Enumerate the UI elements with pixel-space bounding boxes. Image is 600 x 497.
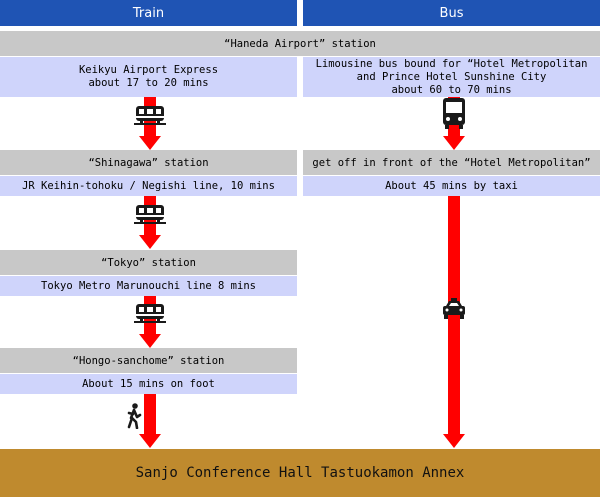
destination-box: Sanjo Conference Hall Tastuokamon Annex bbox=[0, 449, 600, 497]
train-icon bbox=[134, 106, 166, 125]
bus-header-label: Bus bbox=[439, 5, 464, 21]
haneda-station-label: “Haneda Airport” station bbox=[224, 37, 376, 50]
destination-label: Sanjo Conference Hall Tastuokamon Annex bbox=[135, 465, 465, 481]
train-arrow-4-shaft bbox=[144, 394, 156, 434]
train-arrow-3-head bbox=[139, 334, 161, 348]
limousine-route-line2: and Prince Hotel Sunshine City bbox=[356, 70, 547, 83]
hongo-sanchome-station-label: “Hongo-sanchome” station bbox=[72, 354, 225, 367]
keikyu-route-line1: Keikyu Airport Express bbox=[78, 64, 219, 76]
walk-route-box: About 15 mins on foot bbox=[0, 374, 297, 394]
walk-route-label: About 15 mins on foot bbox=[82, 377, 215, 390]
train-icon bbox=[134, 304, 166, 323]
hotel-metropolitan-stop-box: get off in front of the “Hotel Metropoli… bbox=[303, 150, 600, 175]
tokyo-station-box: “Tokyo” station bbox=[0, 250, 297, 275]
shinagawa-station-box: “Shinagawa” station bbox=[0, 150, 297, 175]
tokyo-station-label: “Tokyo” station bbox=[101, 256, 196, 269]
keikyu-route-line2: about 17 to 20 mins bbox=[88, 77, 209, 89]
taxi-route-box: About 45 mins by taxi bbox=[303, 176, 600, 196]
train-arrow-4-head bbox=[139, 434, 161, 448]
marunouchi-route-label: Tokyo Metro Marunouchi line 8 mins bbox=[41, 279, 256, 292]
limousine-route-line1: Limousine bus bound for “Hotel Metropoli… bbox=[315, 57, 588, 70]
train-icon bbox=[134, 205, 166, 224]
train-column-header: Train bbox=[0, 0, 297, 26]
taxi-route-label: About 45 mins by taxi bbox=[385, 179, 518, 192]
train-arrow-2-head bbox=[139, 235, 161, 249]
jr-route-box: JR Keihin-tohoku / Negishi line, 10 mins bbox=[0, 176, 297, 196]
taxi-icon bbox=[443, 298, 465, 319]
bus-column-header: Bus bbox=[303, 0, 600, 26]
taxi-arrow-head bbox=[443, 434, 465, 448]
marunouchi-route-box: Tokyo Metro Marunouchi line 8 mins bbox=[0, 276, 297, 296]
limousine-route-line3: about 60 to 70 mins bbox=[391, 83, 512, 96]
hotel-metropolitan-stop-label: get off in front of the “Hotel Metropoli… bbox=[312, 156, 591, 169]
hongo-sanchome-station-box: “Hongo-sanchome” station bbox=[0, 348, 297, 373]
keikyu-route-box: Keikyu Airport Express about 17 to 20 mi… bbox=[0, 57, 297, 97]
bus-arrow-head bbox=[443, 136, 465, 150]
walking-person-icon bbox=[127, 403, 142, 429]
train-header-label: Train bbox=[132, 5, 165, 21]
haneda-station-box: “Haneda Airport” station bbox=[0, 31, 600, 56]
shinagawa-station-label: “Shinagawa” station bbox=[88, 156, 209, 169]
bus-icon bbox=[443, 98, 465, 129]
train-arrow-1-head bbox=[139, 136, 161, 150]
jr-route-label: JR Keihin-tohoku / Negishi line, 10 mins bbox=[22, 179, 275, 192]
limousine-route-box: Limousine bus bound for “Hotel Metropoli… bbox=[303, 57, 600, 97]
